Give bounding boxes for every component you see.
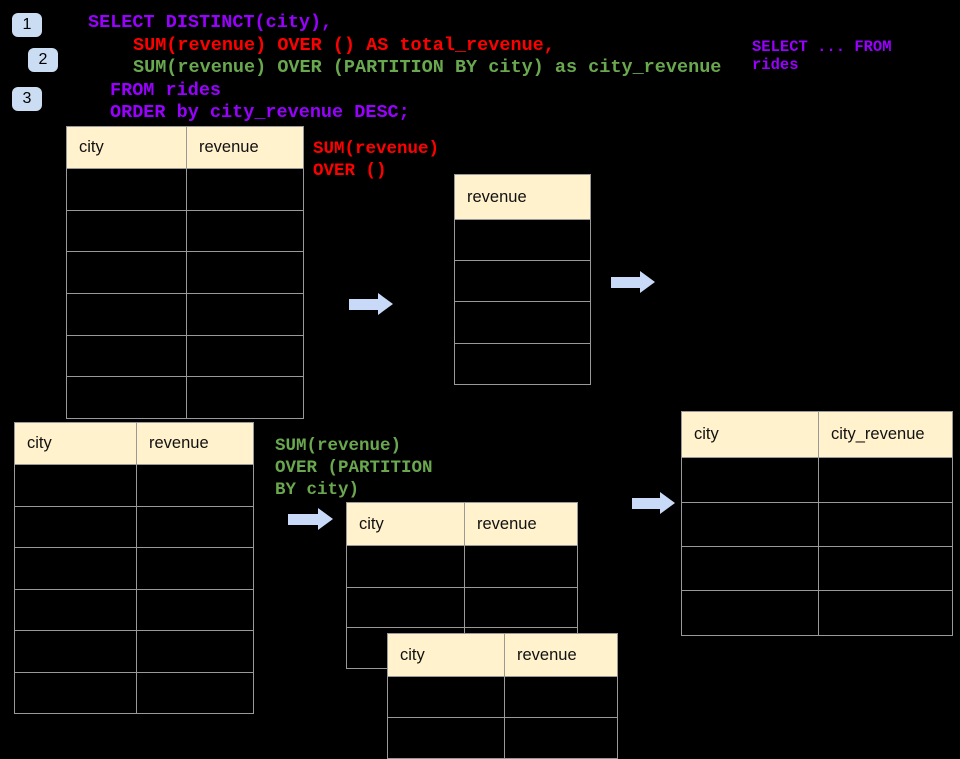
header-cell-revenue: revenue xyxy=(504,634,617,676)
table-row xyxy=(67,168,303,210)
annotation-total-line-1: SUM(revenue) xyxy=(313,139,440,159)
annotation-partition-line-1: SUM(revenue) xyxy=(275,436,402,456)
total-revenue-table: revenue xyxy=(454,174,591,385)
header-cell-city: city xyxy=(15,423,136,464)
header-cell-revenue: revenue xyxy=(464,503,577,545)
table-row xyxy=(67,210,303,251)
side-snippet-line-2: rides xyxy=(752,56,799,74)
header-label-city: city xyxy=(27,434,52,452)
annotation-partition-line-2: OVER (PARTITION xyxy=(275,458,433,478)
table-row xyxy=(455,260,590,301)
header-label-revenue: revenue xyxy=(517,645,577,664)
table-row xyxy=(15,630,253,672)
table-row xyxy=(455,343,590,384)
header-cell-city-revenue: city_revenue xyxy=(818,412,952,457)
sql-line-from: FROM rides xyxy=(110,80,222,101)
arrow-right-icon xyxy=(611,271,655,293)
source-table-top-header: city revenue xyxy=(67,127,303,168)
table-row xyxy=(15,464,253,506)
sql-line-select: SELECT DISTINCT(city), xyxy=(88,12,333,33)
table-row xyxy=(682,546,952,590)
sql-line-sum-over: SUM(revenue) OVER () AS total_revenue, xyxy=(133,35,555,56)
header-cell-city: city xyxy=(67,127,186,168)
table-row xyxy=(15,547,253,589)
side-snippet-line-1: SELECT ... FROM xyxy=(752,38,892,56)
partition-table: city revenue xyxy=(346,502,578,669)
header-label-revenue: revenue xyxy=(477,514,537,533)
annotation-total-line-2: OVER () xyxy=(313,161,387,181)
result-table: city city_revenue xyxy=(681,411,953,636)
table-row xyxy=(67,376,303,418)
step-badge-1-label: 1 xyxy=(22,16,32,33)
header-label-city-revenue: city_revenue xyxy=(831,425,925,443)
table-row xyxy=(347,545,577,587)
step-badge-2-label: 2 xyxy=(38,51,48,68)
source-table-bottom-header: city revenue xyxy=(15,423,253,464)
step-badge-3-label: 3 xyxy=(22,90,32,107)
step-badge-3: 3 xyxy=(12,87,42,111)
step-badge-2: 2 xyxy=(28,48,58,72)
header-cell-city: city xyxy=(347,503,464,545)
table-row xyxy=(67,293,303,335)
header-cell-revenue: revenue xyxy=(455,175,590,219)
table-row xyxy=(388,676,617,717)
table-row xyxy=(67,335,303,376)
header-label-revenue: revenue xyxy=(467,187,527,206)
partition-table-overlay: city revenue xyxy=(387,633,618,759)
header-label-city: city xyxy=(359,514,384,533)
partition-table-overlay-header: city revenue xyxy=(388,634,617,676)
step-badge-1: 1 xyxy=(12,13,42,37)
arrow-right-icon xyxy=(288,508,333,530)
arrow-right-icon xyxy=(632,492,675,514)
annotation-partition-line-3: BY city) xyxy=(275,480,360,500)
header-cell-revenue: revenue xyxy=(186,127,303,168)
table-row xyxy=(347,587,577,627)
table-row xyxy=(455,301,590,343)
table-row xyxy=(388,717,617,758)
source-table-bottom: city revenue xyxy=(14,422,254,714)
table-row xyxy=(15,672,253,713)
table-row xyxy=(15,589,253,630)
header-label-revenue: revenue xyxy=(149,434,209,452)
header-cell-city: city xyxy=(682,412,818,457)
table-row xyxy=(682,590,952,635)
table-row xyxy=(67,251,303,293)
header-label-revenue: revenue xyxy=(199,138,259,156)
header-label-city: city xyxy=(79,138,104,156)
result-table-header: city city_revenue xyxy=(682,412,952,457)
header-label-city: city xyxy=(400,645,425,664)
table-row xyxy=(15,506,253,547)
total-revenue-table-header: revenue xyxy=(455,175,590,219)
header-cell-city: city xyxy=(388,634,504,676)
table-row xyxy=(682,502,952,546)
table-row xyxy=(455,219,590,260)
sql-line-order-by: ORDER by city_revenue DESC; xyxy=(110,102,410,123)
header-label-city: city xyxy=(694,425,719,443)
arrow-right-icon xyxy=(349,293,393,315)
sql-line-sum-partition: SUM(revenue) OVER (PARTITION BY city) as… xyxy=(133,57,722,78)
partition-table-header: city revenue xyxy=(347,503,577,545)
table-row xyxy=(682,457,952,502)
header-cell-revenue: revenue xyxy=(136,423,253,464)
source-table-top: city revenue xyxy=(66,126,304,419)
